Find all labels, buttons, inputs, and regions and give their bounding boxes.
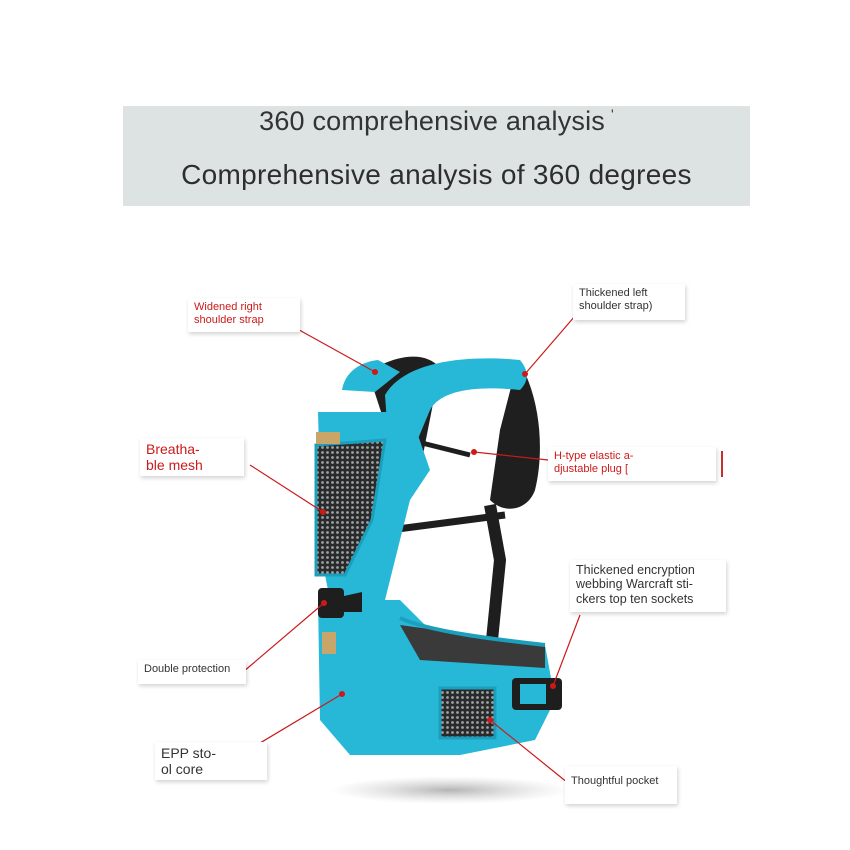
header-banner: 360 comprehensive analysis' Comprehensiv… — [123, 106, 750, 206]
leader-h-type — [473, 451, 549, 461]
hip-seat-shade — [400, 625, 545, 668]
side-pocket — [438, 686, 497, 740]
callout-breathable-mesh: Breatha- ble mesh — [140, 438, 244, 476]
hip-patch — [322, 632, 336, 654]
leader-lines — [239, 315, 581, 784]
hip-seat-top — [399, 616, 546, 647]
floor-shadow — [330, 776, 570, 804]
callout-widened-right-shoulder-strap: Widened right shoulder strap — [188, 298, 300, 332]
callout-thickened-left-shoulder-strap: Thickened left shoulder strap) — [573, 284, 685, 320]
buckle — [318, 588, 344, 618]
h-strap-vertical — [484, 503, 507, 641]
buckle-strap — [344, 592, 362, 612]
front-shoulder-strap — [385, 358, 527, 470]
leader-webbing — [552, 614, 581, 687]
callout-double-protection: Double protection — [138, 660, 246, 684]
leader-breathable — [249, 464, 324, 513]
banner-title: 360 comprehensive analysis' — [259, 106, 614, 136]
callout-h-type-elastic-plug: H-type elastic a- djustable plug [ — [548, 447, 716, 481]
mesh-panel — [314, 438, 387, 577]
leader-pocket — [489, 719, 569, 784]
callout-h-type-bracket — [716, 451, 723, 477]
h-strap-horizontal — [389, 511, 506, 534]
front-shoulder-strap-edge — [342, 360, 400, 392]
brand-patch — [316, 432, 340, 444]
rear-strap-right — [490, 360, 540, 509]
waist-buckle-inner — [520, 684, 546, 704]
leader-widened-right — [291, 325, 376, 373]
banner-title-mark: ' — [611, 106, 614, 122]
hip-seat — [318, 600, 555, 755]
callout-thickened-webbing: Thickened encryption webbing Warcraft st… — [570, 560, 726, 612]
callout-thoughtful-pocket: Thoughtful pocket — [565, 766, 677, 804]
banner-subtitle: Comprehensive analysis of 360 degrees — [181, 159, 692, 190]
leader-thickened-left — [524, 315, 576, 375]
leader-double-protection — [242, 602, 325, 673]
callout-epp-stool-core: EPP sto- ol core — [155, 742, 267, 780]
